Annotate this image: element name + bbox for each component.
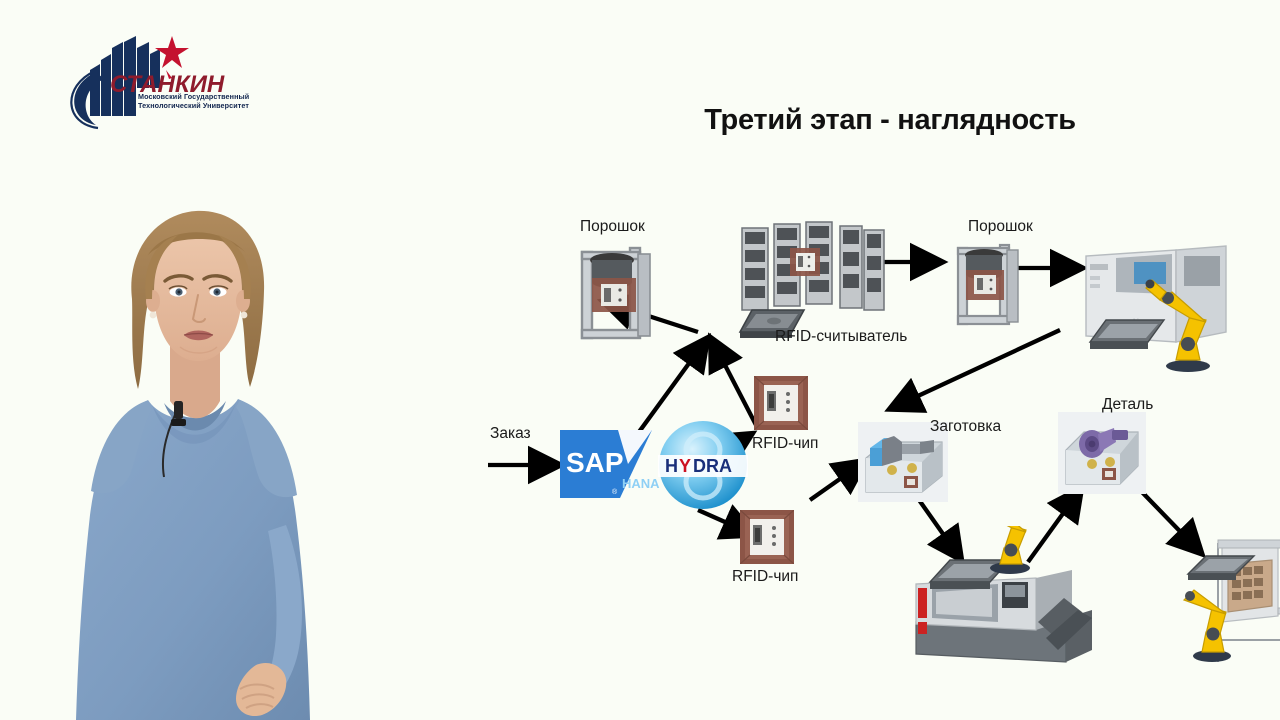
rfid-chip-upper (754, 376, 808, 430)
robot-arm (1145, 279, 1210, 372)
logo-subtitle-line2: Технологический Университет (138, 101, 249, 110)
hydra-wordmark: H (665, 456, 678, 476)
hydra-mes-logo: H Y DRA (658, 421, 748, 509)
presenter-earring-right (240, 311, 248, 319)
additive-printer-with-robot: machine (1085, 245, 1227, 372)
cnc-lathe-with-robot (915, 526, 1092, 663)
label-powder-right: Порошок (968, 218, 1033, 235)
logo-wordmark: СТАНКИН (110, 71, 225, 98)
hydra-accent-letter: Y (679, 456, 691, 476)
sap-wordmark: SAP (566, 447, 624, 478)
powder-container-left (580, 246, 651, 340)
label-rfid-chip-lower: RFID-чип (732, 568, 799, 585)
presenter-dress (76, 399, 310, 720)
blank-workpiece-tray (858, 422, 948, 502)
furnace-with-robot (1182, 539, 1280, 662)
label-blank: Заготовка (930, 418, 1002, 435)
presenter-hand (236, 662, 287, 717)
presenter-mic-clip (171, 419, 186, 426)
svg-text:®: ® (612, 488, 618, 496)
svg-text:DRA: DRA (693, 456, 732, 476)
powder-container-right (956, 243, 1019, 326)
label-part: Деталь (1102, 396, 1154, 413)
warehouse-rack (741, 221, 885, 311)
finished-part-tray (1058, 412, 1146, 494)
stankin-logo: СТАНКИН Московский Государственный Техно… (48, 24, 249, 134)
label-rfid-reader: RFID-считыватель (775, 328, 908, 345)
arrow-chip-to-reader (708, 332, 758, 426)
rfid-production-flow-diagram: machine SAP HANA ® (440, 190, 1280, 690)
sap-hana-logo: SAP HANA ® (560, 430, 660, 498)
arrow-printer-to-blank (884, 328, 1061, 413)
slide-title: Третий этап - наглядность (704, 104, 1076, 136)
rfid-chip-lower (740, 510, 794, 564)
presenter-earring-left (149, 311, 157, 319)
presenter-mic (174, 401, 183, 419)
rfid-reader-device (738, 309, 806, 338)
stankin-logo-graphic: СТАНКИН (70, 36, 225, 130)
robot-arm (990, 526, 1030, 574)
sap-hana-suffix: HANA (622, 476, 660, 491)
presenter-video (76, 210, 310, 720)
logo-subtitle-line1: Московский Государственный (138, 92, 250, 101)
label-order: Заказ (490, 425, 531, 442)
label-rfid-chip-upper: RFID-чип (752, 435, 819, 452)
robot-arm (1182, 589, 1231, 662)
arrow-chip-to-blank (808, 457, 872, 502)
label-powder-left: Порошок (580, 218, 645, 235)
